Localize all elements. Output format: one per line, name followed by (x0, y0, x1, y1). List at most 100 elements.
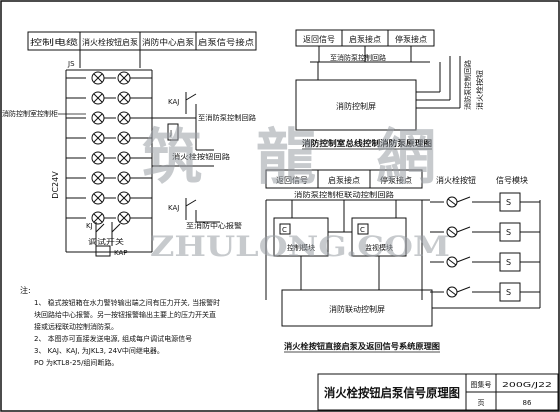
br-module-right-label: 监视模块 (365, 243, 393, 252)
j-relay-label: J (169, 129, 172, 137)
note-line: 2、 本图亦可直接发送电源, 组成每户调试电源信号 (34, 334, 192, 343)
br-button-col-label: 消火栓按钮 (436, 175, 476, 185)
title-block: 消火栓按钮启泵信号原理图 图集号 200G/J22 页 86 (317, 373, 559, 411)
signal-module-label: S (506, 258, 511, 267)
button-row (66, 71, 152, 85)
notes: 注: 1、 稳式按钮箱在水力警铃输出端之间有压力开关, 当报警时块回路给中心报警… (20, 285, 220, 367)
watermark-char: 網 (376, 123, 436, 193)
tr-header-cell: 启泵接点 (349, 34, 381, 44)
button-row (66, 211, 152, 225)
lamp-icon (91, 91, 105, 105)
j-relay-box (167, 123, 179, 141)
notes-heading: 注: (20, 285, 31, 295)
page-label: 页 (478, 399, 485, 407)
kj-label: KJ (86, 222, 93, 230)
lamp-icon (91, 151, 105, 165)
note-line: PO 为KTL8-25/组间断路。 (34, 358, 118, 367)
feedback-label: 至消防泵控制回路 (198, 113, 256, 122)
note-line: 块回路给中心报警。另一按钮报警输出主要上的压力开关直 (34, 310, 216, 319)
button-row (66, 191, 152, 205)
page-number: 86 (523, 399, 532, 407)
signal-module-label: S (506, 288, 511, 297)
push-button-icon (446, 196, 458, 208)
lamp-icon (117, 111, 131, 125)
atlas-number: 200G/J22 (502, 381, 552, 389)
lamp-icon (117, 191, 131, 205)
tr-header-cell: 返回信号 (303, 34, 335, 44)
kaj-label: KAJ (168, 98, 179, 106)
lamp-icon (117, 211, 131, 225)
br-module-c: C (282, 226, 287, 234)
br-row: S (430, 222, 540, 242)
left-header-cell: 消防中心启泵 (142, 37, 194, 47)
button-row (66, 151, 152, 165)
button-rows (66, 71, 152, 225)
lamp-icon (91, 131, 105, 145)
br-header-cell: 返回信号 (276, 175, 308, 185)
br-row: S (430, 252, 540, 272)
br-caption: 消火栓按钮直接启泵及返回信号系统原理图 (284, 341, 440, 351)
button-row (66, 91, 152, 105)
push-button-icon (446, 286, 458, 298)
lamp-icon (91, 171, 105, 185)
br-row: S (430, 192, 540, 212)
center-alarm-label: 至消防中心报警 (186, 221, 242, 230)
lamp-icon (117, 71, 131, 85)
left-header-cell: 启泵信号接点 (198, 37, 254, 47)
tr-panel-label: 消防控制屏 (336, 101, 376, 111)
ka-label: KAJ (168, 204, 179, 212)
bus-label: JS (67, 60, 75, 68)
lamp-icon (117, 171, 131, 185)
br-band-label: 消防泵控制柜联动控制回路 (294, 190, 394, 199)
br-header-cell: 停泵接点 (380, 175, 412, 185)
button-row (66, 171, 152, 185)
bottom-right-diagram: 返回信号 启泵接点 停泵接点 消防泵控制柜联动控制回路 C 控制模块 C 监视模… (265, 169, 541, 353)
top-right-diagram: 返回信号 启泵接点 停泵接点 至消防泵控制回路 消防控制屏 消防泵控制回路 消火… (295, 29, 484, 150)
tr-caption: 消防控制室总线控制消防泵原理图 (302, 138, 432, 148)
lamp-icon (117, 91, 131, 105)
tr-side-label: 消防泵控制回路 (463, 60, 472, 110)
br-header-table (265, 169, 423, 189)
note-line: 1、 稳式按钮箱在水力警铃输出端之间有压力开关, 当报警时 (34, 298, 220, 307)
left-diagram: 控制电缆 消火栓按钮启泵 消防中心启泵 启泵信号接点 JS DC24V 消防控制… (2, 31, 257, 257)
lamp-icon (91, 111, 105, 125)
watermark-char: 龍 (256, 123, 316, 193)
br-row: S (430, 282, 540, 302)
watermark-latin: ZHULONG.COM (150, 230, 450, 263)
watermark-char: 筑 (142, 123, 202, 193)
button-row (66, 131, 152, 145)
dc-voltage-label: DC24V (51, 171, 60, 199)
tr-control-panel (295, 79, 417, 131)
button-row (66, 111, 152, 125)
br-signal-col-label: 信号模块 (496, 175, 528, 185)
test-switch-label: 调试开关 (88, 237, 124, 246)
br-module-c: C (360, 226, 365, 234)
lamp-icon (117, 151, 131, 165)
signal-module-label: S (506, 228, 511, 237)
br-button-rows: S S S S (430, 192, 540, 302)
left-header-table (27, 31, 257, 51)
button-loop-label: 消火栓按钮回路 (172, 152, 230, 161)
lamp-icon (91, 71, 105, 85)
title-block-title: 消火栓按钮启泵信号原理图 (324, 385, 460, 400)
panel-label: 消防控制室控制柜 (2, 109, 58, 118)
lamp-icon (117, 131, 131, 145)
kap-label: KAP (114, 249, 127, 257)
lamp-icon (91, 191, 105, 205)
br-header-cell: 启泵接点 (328, 175, 360, 185)
signal-module-label: S (506, 198, 511, 207)
tr-side-label: 消火栓按钮 (475, 70, 484, 110)
left-header-cell: 控制电缆 (30, 37, 78, 47)
br-panel-label: 消防联动控制屏 (329, 304, 385, 314)
note-line: 接或远程联动控制消防泵。 (34, 322, 118, 331)
left-header-cell: 消火栓按钮启泵 (82, 37, 138, 47)
lamp-icon (91, 211, 105, 225)
tr-header-cell: 停泵接点 (395, 34, 427, 44)
atlas-label: 图集号 (471, 380, 492, 389)
tr-hub-label: 至消防泵控制回路 (330, 53, 386, 62)
br-module-left-label: 控制模块 (287, 243, 315, 252)
kap-box (95, 245, 111, 257)
note-line: 3、 KAJ、KAJ, 为JKL3, 24V中间继电器。 (34, 346, 164, 355)
